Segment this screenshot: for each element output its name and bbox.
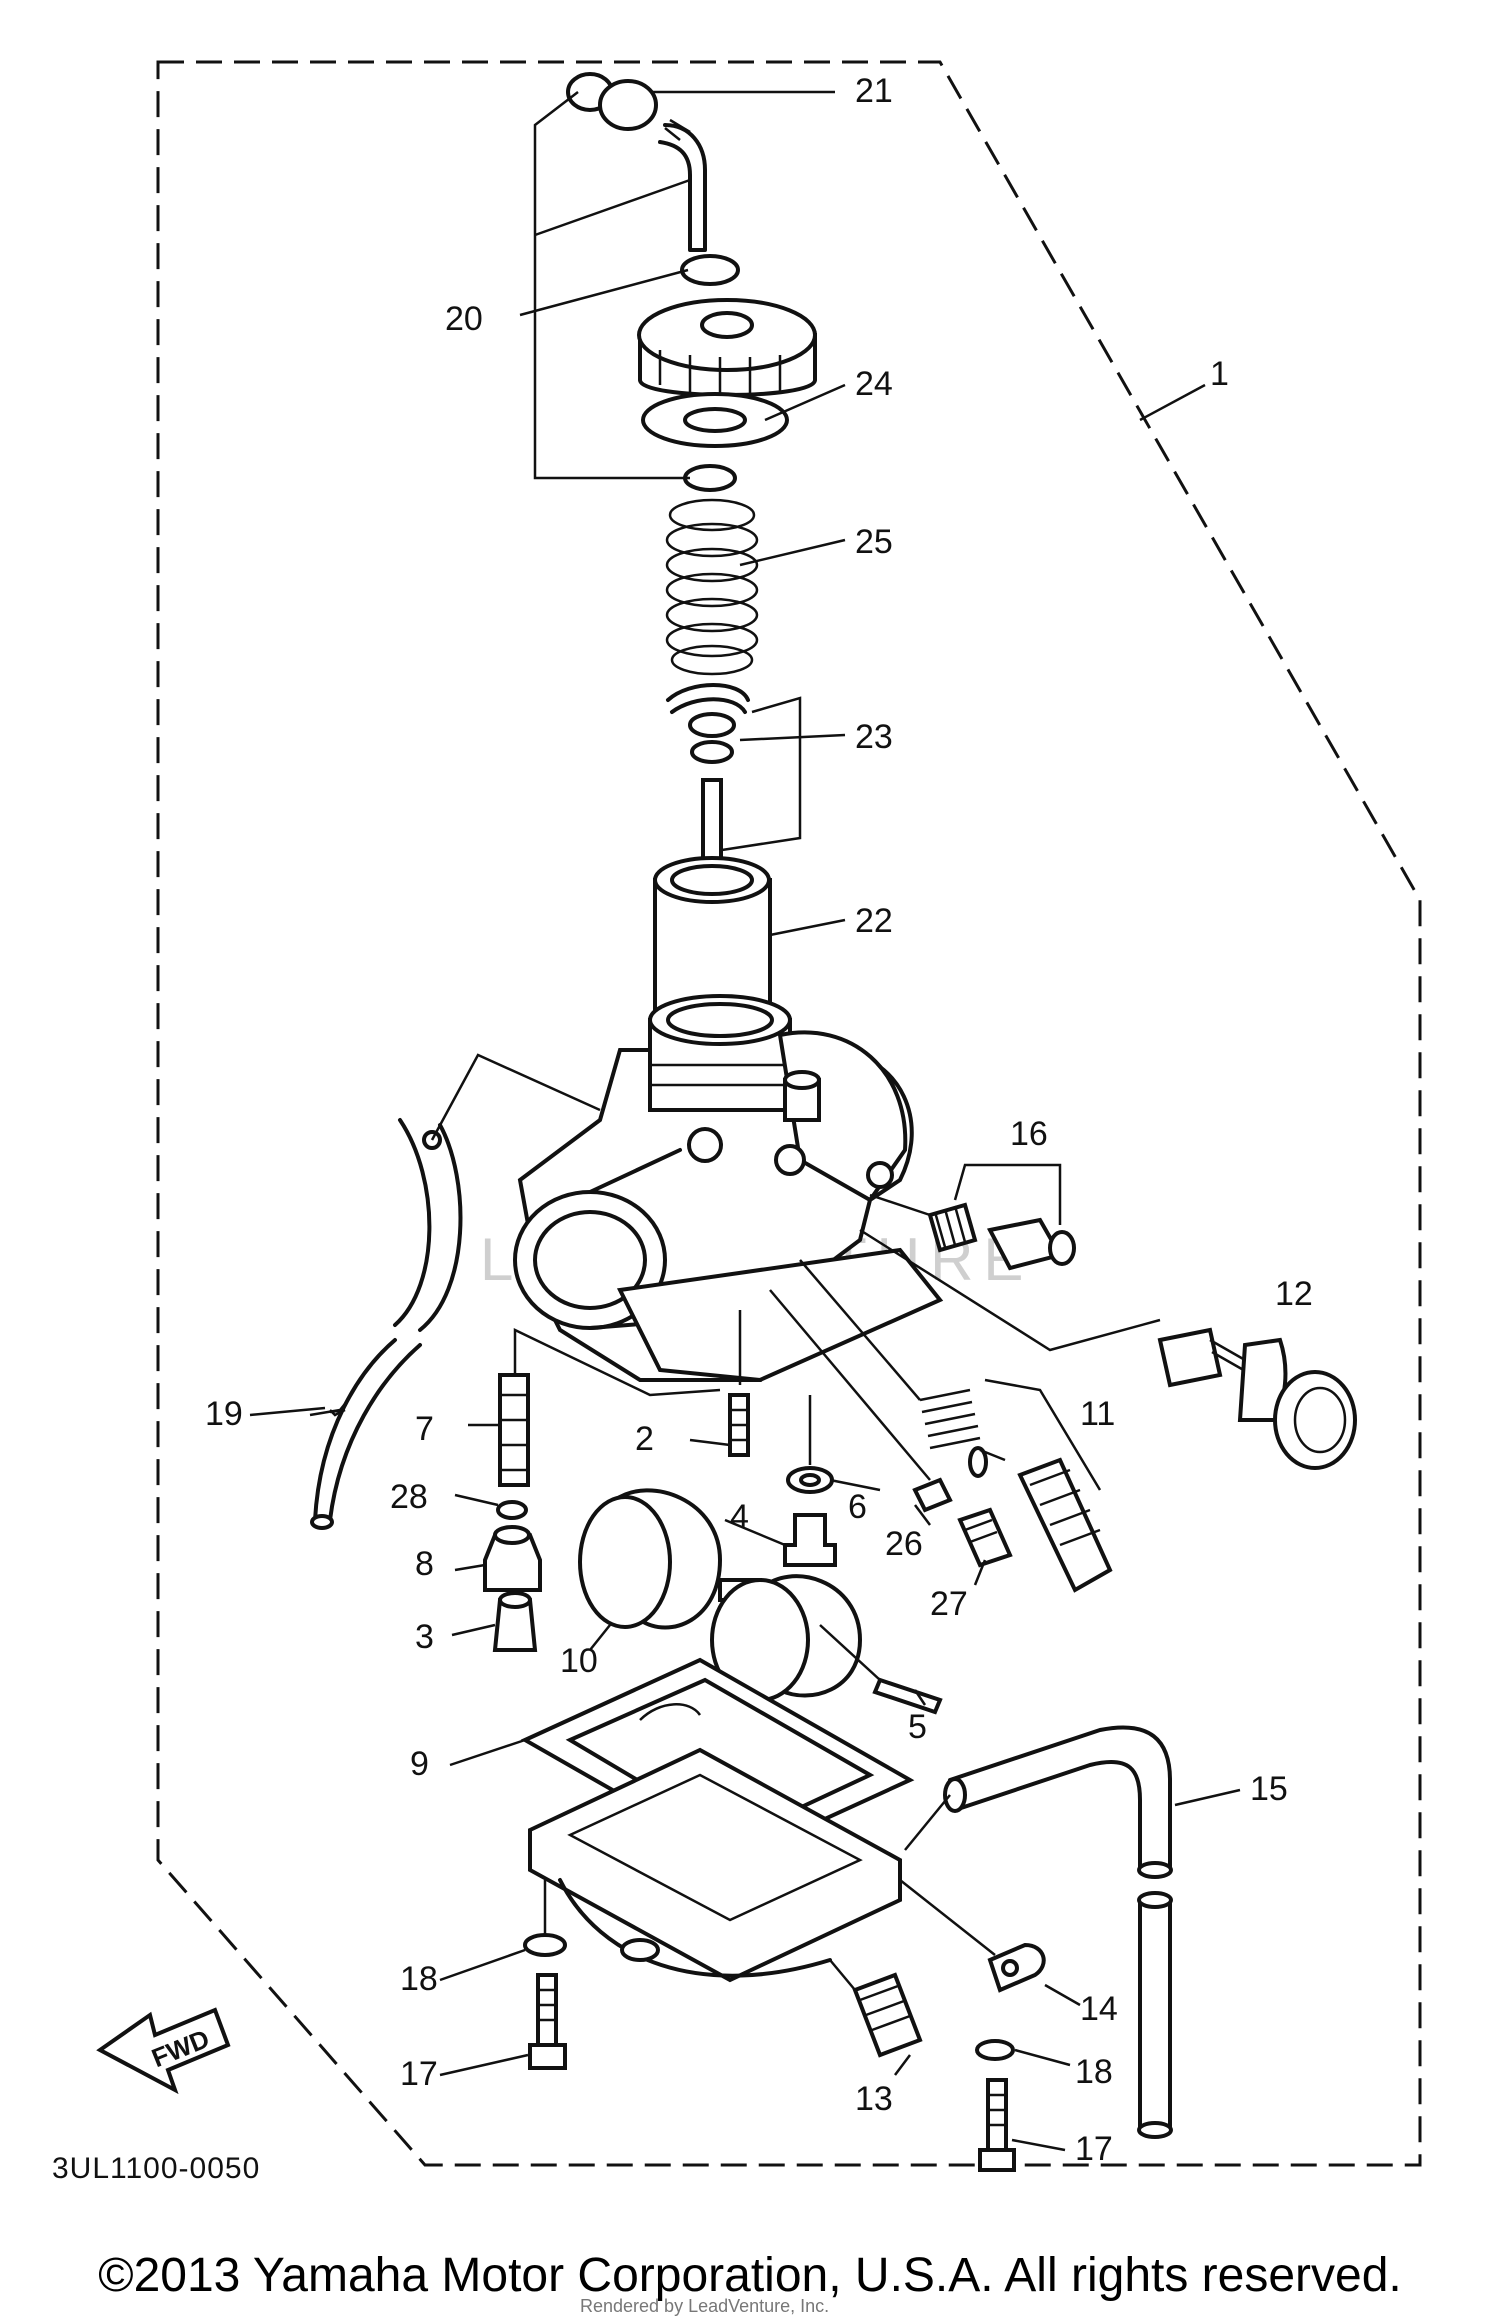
part-label-3: 3 (415, 1618, 434, 1656)
main-jet-3 (492, 1591, 538, 1652)
fuel-hose (943, 1725, 1173, 2139)
bracket-20 (533, 91, 690, 480)
part-label-4: 4 (730, 1498, 749, 1536)
part-label-22: 22 (855, 902, 893, 940)
part-label-5: 5 (908, 1708, 927, 1746)
throttle-stop-screw (919, 1388, 1113, 1593)
valve-seat-4 (783, 1466, 837, 1567)
bowl-screw-right (975, 2039, 1016, 2172)
part-label-7: 7 (415, 1410, 434, 1448)
part-label-24: 24 (855, 365, 893, 403)
cap-gasket (641, 392, 789, 448)
main-jet-8 (483, 1525, 542, 1592)
needle-jet-2 (728, 1393, 750, 1457)
pilot-screw-16 (927, 1202, 1076, 1271)
pilot-jet-7 (498, 1373, 530, 1487)
copyright-notice: ©2013 Yamaha Motor Corporation, U.S.A. A… (98, 2249, 1402, 2302)
bracket-23 (721, 696, 802, 852)
part-label-16: 16 (1010, 1115, 1048, 1153)
part-label-8: 8 (415, 1545, 434, 1583)
part-label-14: 14 (1080, 1990, 1118, 2028)
drain-screw (852, 1972, 923, 2058)
assembly-boundary (156, 60, 1422, 2167)
clip-ring (683, 464, 737, 492)
screw-27 (957, 1507, 1013, 1568)
part-label-2: 2 (635, 1420, 654, 1458)
part-label-13: 13 (855, 2080, 893, 2118)
part-label-6: 6 (848, 1488, 867, 1526)
diagram-code: 3UL1100-0050 (52, 2152, 260, 2185)
o-ring-28 (496, 1500, 528, 1520)
float-10 (578, 1488, 863, 1702)
cable-adjuster-part (566, 72, 707, 252)
throttle-spring (665, 498, 759, 676)
washer-20 (680, 254, 740, 286)
part-label-1: 1 (1210, 355, 1229, 393)
part-label-11: 11 (1080, 1395, 1115, 1433)
part-label-20: 20 (445, 300, 483, 338)
part-label-9: 9 (410, 1745, 429, 1783)
carburetor-body (513, 994, 944, 1383)
part-label-18-right: 18 (1075, 2053, 1113, 2091)
plug-26 (912, 1477, 953, 1513)
part-label-21: 21 (855, 72, 893, 110)
bracket-16 (953, 1163, 1062, 1225)
part-label-28: 28 (390, 1478, 428, 1516)
forward-arrow-icon: FWD (96, 2007, 231, 2095)
part-label-12: 12 (1275, 1275, 1313, 1313)
starter-plunger (1157, 1327, 1357, 1470)
bracket-11 (984, 1378, 1102, 1491)
rendered-by-note: Rendered by LeadVenture, Inc. (580, 2296, 830, 2316)
float-bowl (528, 1747, 902, 1983)
part-label-17-left: 17 (400, 2055, 438, 2093)
part-label-15: 15 (1250, 1770, 1288, 1808)
part-label-17-right: 17 (1075, 2130, 1113, 2168)
part-label-19: 19 (205, 1395, 243, 1433)
part-label-26: 26 (885, 1525, 923, 1563)
bowl-screw-left (523, 1933, 567, 2070)
carburetor-cap (637, 298, 817, 397)
part-label-18-left: 18 (400, 1960, 438, 1998)
part-label-10: 10 (560, 1642, 598, 1680)
vent-tube (310, 1118, 463, 1530)
hose-guide-14 (987, 1942, 1046, 1993)
part-label-25: 25 (855, 523, 893, 561)
part-label-27: 27 (930, 1585, 968, 1623)
part-label-23: 23 (855, 718, 893, 756)
